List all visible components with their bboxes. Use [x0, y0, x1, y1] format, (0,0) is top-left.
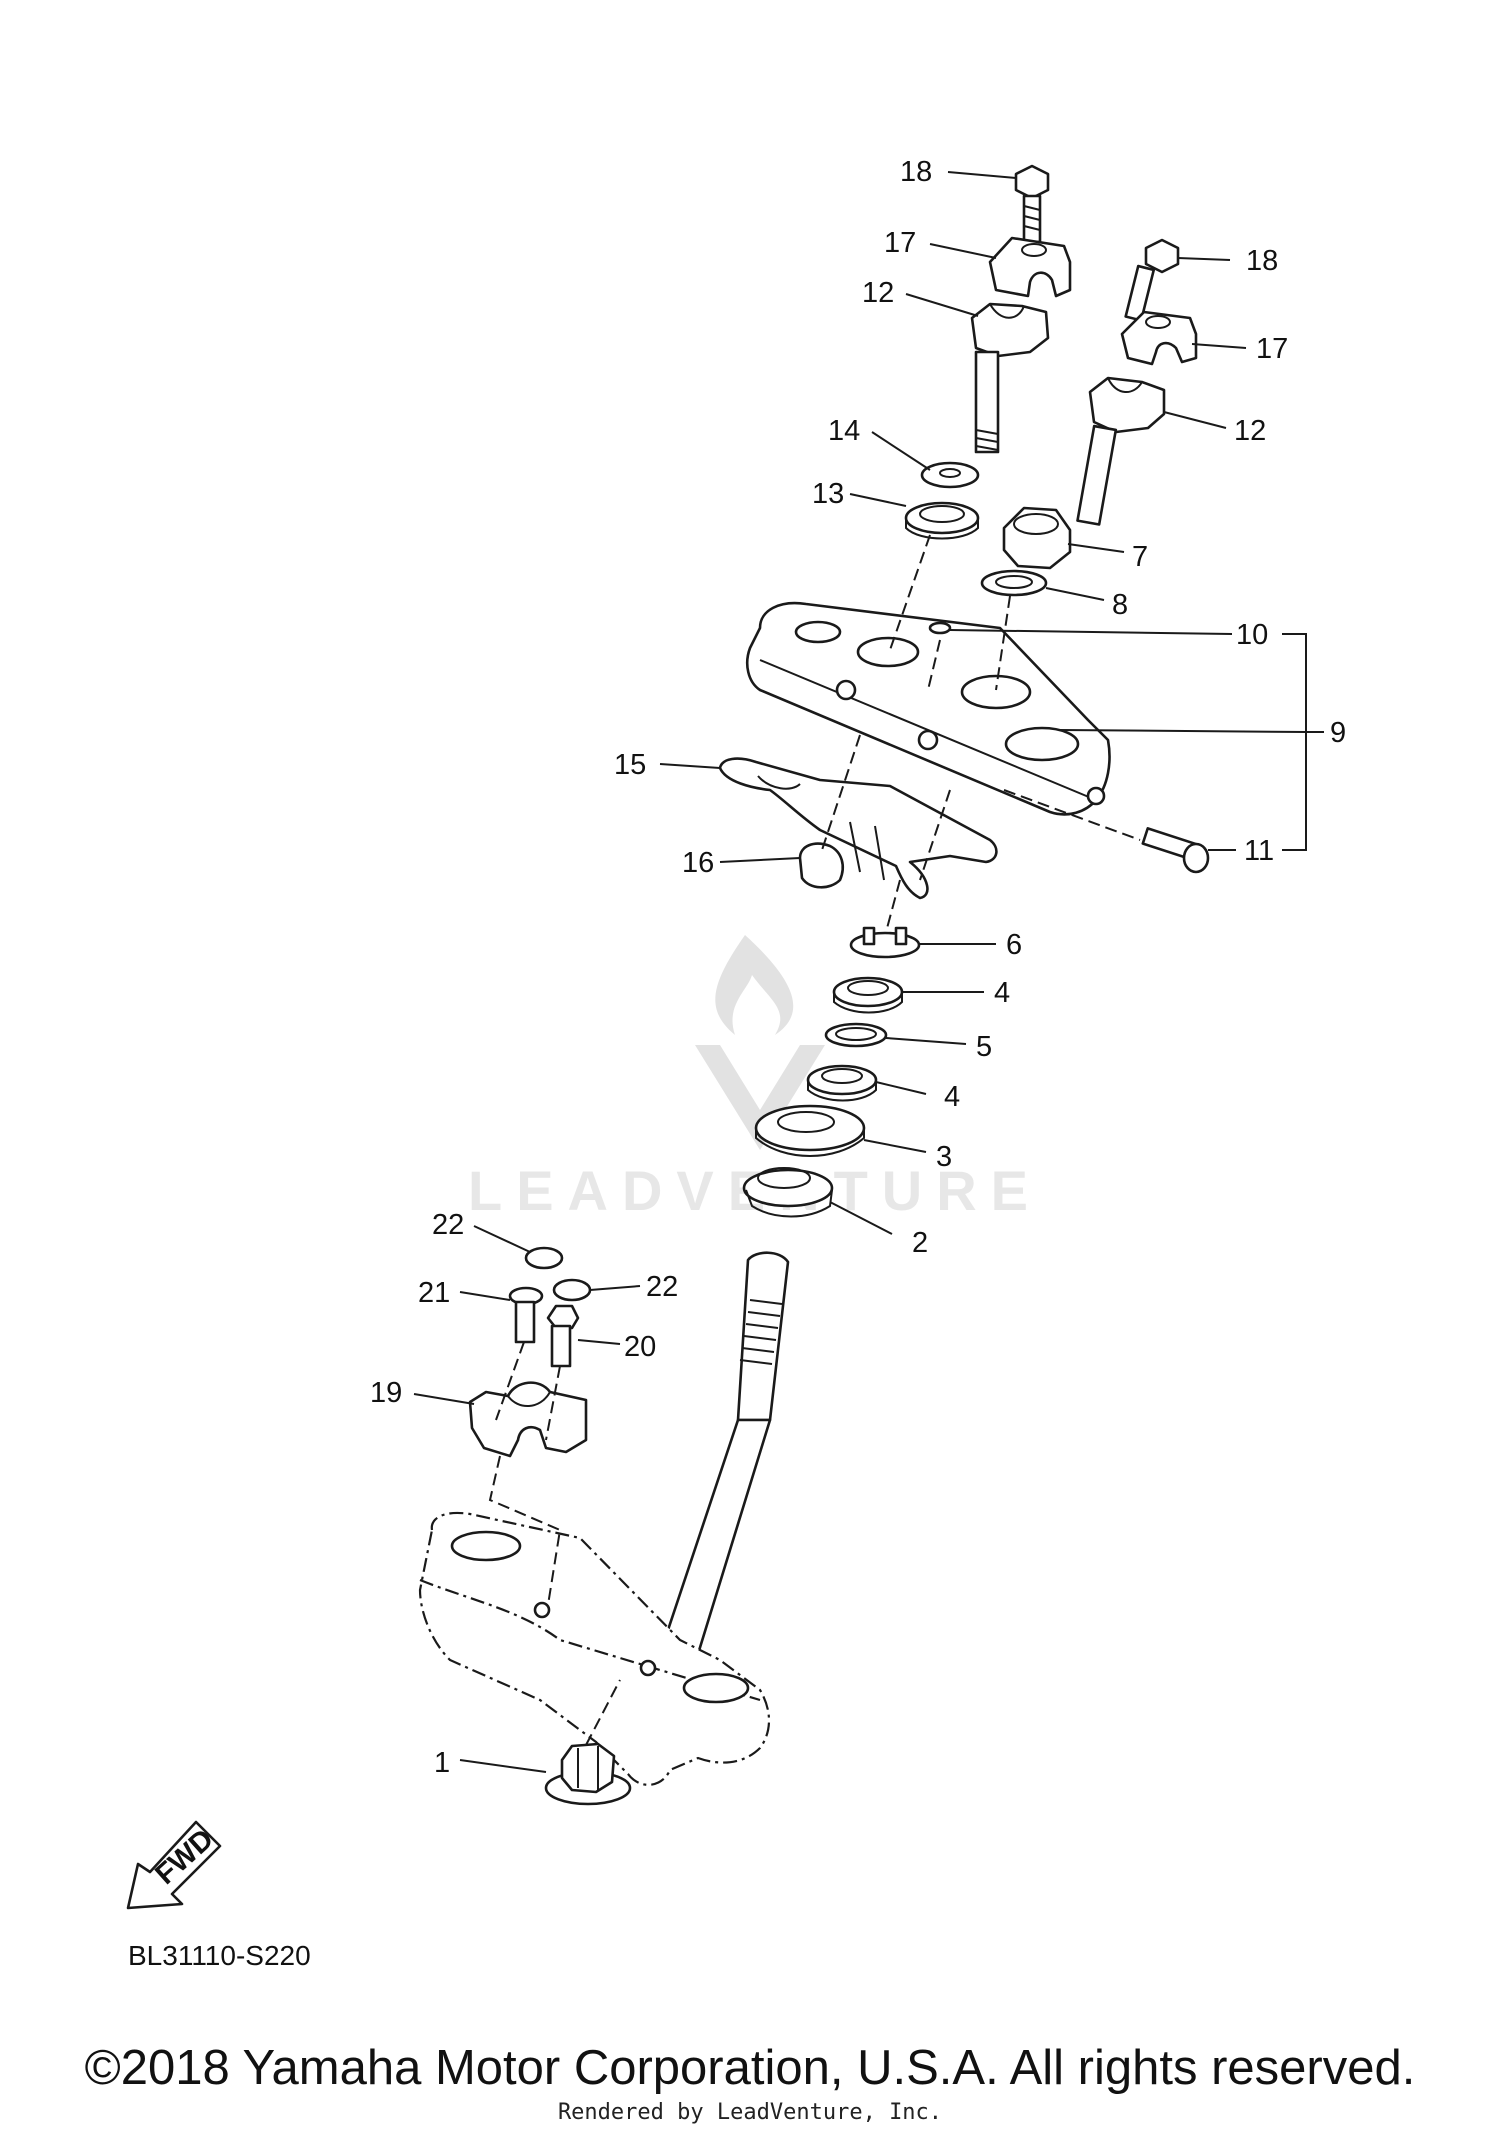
callout-22-left[interactable]: 22 [432, 1209, 464, 1241]
callout-11[interactable]: 11 [1244, 835, 1274, 867]
callout-6[interactable]: 6 [1006, 929, 1022, 961]
callout-10[interactable]: 10 [1236, 619, 1268, 651]
callout-17-right[interactable]: 17 [1256, 333, 1288, 365]
small-cap-10[interactable] [928, 621, 952, 635]
copyright-notice: ©2018 Yamaha Motor Corporation, U.S.A. A… [84, 2041, 1416, 2095]
cap-17-right[interactable] [1120, 310, 1198, 366]
callout-17-left[interactable]: 17 [884, 227, 916, 259]
washer-5[interactable] [824, 1022, 888, 1048]
callout-4-upper[interactable]: 4 [994, 977, 1010, 1009]
callout-21[interactable]: 21 [418, 1277, 450, 1309]
callout-1[interactable]: 1 [434, 1747, 450, 1779]
washer-14[interactable] [920, 461, 980, 489]
callout-12-left[interactable]: 12 [862, 277, 894, 309]
steering-stem[interactable] [652, 1251, 790, 1682]
ring-nut-4-lower[interactable] [806, 1064, 878, 1102]
fwd-arrow-icon: FWD [126, 1820, 222, 1910]
leader-lines [413, 171, 1324, 1773]
bolt-20[interactable] [546, 1304, 580, 1368]
bolt-18-right[interactable] [1124, 238, 1180, 322]
seal-13[interactable] [904, 501, 980, 540]
holder-12-right[interactable] [1076, 376, 1166, 526]
callout-14[interactable]: 14 [828, 415, 860, 447]
caps-22[interactable] [524, 1246, 592, 1302]
callout-7[interactable]: 7 [1132, 541, 1148, 573]
washer-8[interactable] [980, 569, 1048, 597]
assembly-lines [488, 534, 1141, 1746]
callout-4-lower[interactable]: 4 [944, 1081, 960, 1113]
callout-18-left[interactable]: 18 [900, 156, 932, 188]
callout-15[interactable]: 15 [614, 749, 646, 781]
bolt-18-left[interactable] [1014, 164, 1050, 244]
bracket-15[interactable] [718, 757, 998, 900]
callout-12-right[interactable]: 12 [1234, 415, 1266, 447]
callout-9[interactable]: 9 [1330, 717, 1346, 749]
upper-bracket-9[interactable] [746, 601, 1111, 816]
watermark-flame-icon [715, 935, 794, 1035]
callout-18-right[interactable]: 18 [1246, 245, 1278, 277]
watermark-chevron-icon [695, 1045, 825, 1150]
dust-seal-3[interactable] [754, 1104, 866, 1157]
callout-3[interactable]: 3 [936, 1141, 952, 1173]
callout-19[interactable]: 19 [370, 1377, 402, 1409]
callout-20[interactable]: 20 [624, 1331, 656, 1363]
nut-1[interactable] [544, 1742, 632, 1806]
callout-16[interactable]: 16 [682, 847, 714, 879]
callout-2[interactable]: 2 [912, 1227, 928, 1259]
callout-13[interactable]: 13 [812, 478, 844, 510]
bearing-2[interactable] [742, 1167, 834, 1218]
cap-17-left[interactable] [988, 236, 1072, 298]
callout-5[interactable]: 5 [976, 1031, 992, 1063]
nut-7[interactable] [1002, 506, 1072, 570]
lock-washer-6[interactable] [849, 926, 921, 959]
holder-19[interactable] [468, 1381, 588, 1458]
bolt-11[interactable] [1141, 827, 1210, 874]
lower-bracket[interactable] [418, 1511, 770, 1786]
holder-12-left[interactable] [970, 302, 1050, 454]
reference-code: BL31110-S220 [128, 1940, 311, 1971]
callout-8[interactable]: 8 [1112, 589, 1128, 621]
cap-nut-16[interactable] [798, 842, 844, 889]
ring-nut-4-upper[interactable] [832, 976, 904, 1014]
rendered-by-notice: Rendered by LeadVenture, Inc. [557, 2100, 943, 2125]
callout-labels: 18 17 12 18 17 12 14 13 7 8 10 9 11 15 1… [370, 156, 1346, 1779]
screw-21[interactable] [508, 1286, 544, 1344]
callout-22-right[interactable]: 22 [646, 1271, 678, 1303]
